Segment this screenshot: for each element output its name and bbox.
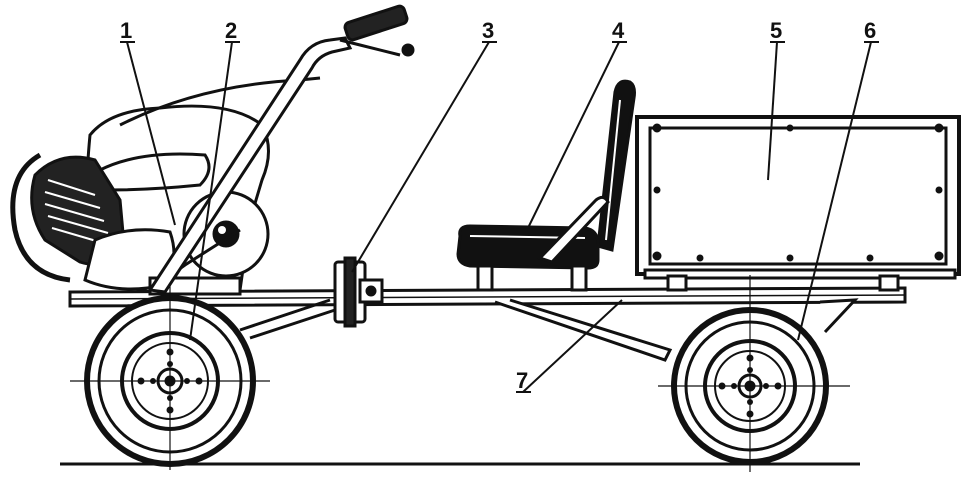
cargo-box xyxy=(635,115,961,292)
callout-label-7: 7 xyxy=(516,368,528,393)
callout-label-5: 5 xyxy=(770,18,782,43)
handlebar xyxy=(147,4,415,294)
callout-label-4: 4 xyxy=(612,18,625,43)
callout-label-1: 1 xyxy=(120,18,132,43)
callout-label-2: 2 xyxy=(225,18,237,43)
front-wheel xyxy=(70,285,270,470)
frame-coupling xyxy=(333,256,384,328)
seat xyxy=(456,79,636,292)
rear-wheel xyxy=(658,275,850,472)
callout-label-3: 3 xyxy=(482,18,494,43)
frame-beam xyxy=(68,286,907,362)
callout-leaders xyxy=(120,41,879,393)
callout-label-6: 6 xyxy=(864,18,876,43)
engine-unit xyxy=(10,76,321,296)
